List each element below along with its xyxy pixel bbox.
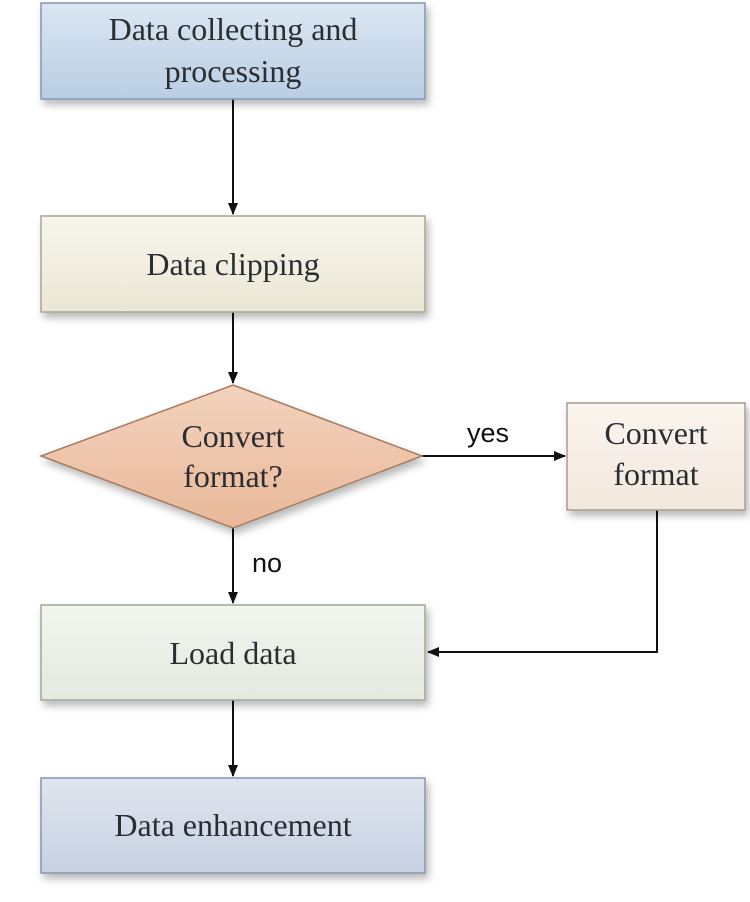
node-decision-convert-line1: Convert: [181, 418, 284, 454]
node-data-collecting-box: [40, 2, 426, 100]
node-load-data-box: [40, 604, 426, 701]
no-label: no: [252, 548, 282, 578]
yes-label: yes: [467, 418, 509, 448]
node-convert-format-box: [566, 402, 746, 511]
node-data-collecting: Data collecting and processing: [40, 2, 426, 100]
node-convert-format: Convert format: [566, 402, 746, 511]
edge-convert-to-load: [427, 510, 658, 657]
node-decision-convert-line2: format?: [183, 458, 283, 494]
node-data-enhancement: Data enhancement: [40, 777, 426, 874]
node-data-clipping-label: Data clipping: [146, 246, 319, 282]
node-decision-convert-diamond: [38, 384, 425, 529]
node-data-collecting-line1: Data collecting and: [109, 11, 358, 47]
edges: [228, 99, 658, 777]
node-load-data-label: Load data: [169, 635, 296, 671]
node-data-enhancement-label: Data enhancement: [114, 807, 351, 843]
node-data-clipping-box: [40, 215, 426, 313]
node-convert-format-line2: format: [613, 456, 698, 492]
node-load-data: Load data: [40, 604, 426, 701]
node-data-enhancement-box: [40, 777, 426, 874]
node-data-collecting-line2: processing: [165, 53, 302, 89]
node-decision-convert: Convert format?: [38, 384, 425, 529]
node-data-clipping: Data clipping: [40, 215, 426, 313]
node-convert-format-line1: Convert: [604, 415, 707, 451]
